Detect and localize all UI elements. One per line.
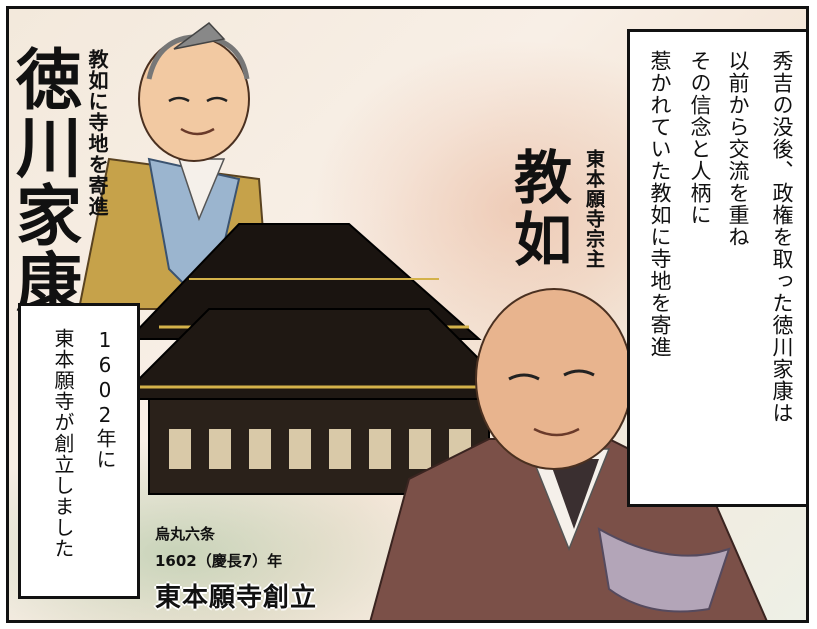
illustration xyxy=(77,21,768,620)
ieyasu-caption: 教如に寺地を寄進 xyxy=(85,49,109,217)
kyonyo-name: 教如 xyxy=(504,147,572,271)
narration-line: 秀吉の没後、政権を取った徳川家康は xyxy=(770,50,794,424)
temple-caption: 烏丸六条 1602（慶長7）年 東本願寺創立 xyxy=(155,523,317,614)
temple-headline: 東本願寺創立 xyxy=(155,583,318,613)
narration-line: その信念と人柄に xyxy=(688,50,712,226)
kyonyo-figure xyxy=(369,288,768,620)
ieyasu-name: 徳川家康 xyxy=(6,45,83,317)
temple-location: 烏丸六条 xyxy=(155,525,216,543)
narration-line: 惹かれていた教如に寺地を寄進 xyxy=(648,50,672,358)
narration-box: 秀吉の没後、政権を取った徳川家康は 以前から交流を重ね その信念と人柄に 惹かれ… xyxy=(627,29,806,507)
founding-line: 東本願寺が創立しました xyxy=(51,328,75,559)
narration-line: 以前から交流を重ね xyxy=(726,50,750,248)
temple-year: 1602（慶長7）年 xyxy=(155,552,283,570)
founding-box: 1602年に 東本願寺が創立しました xyxy=(18,303,140,599)
manga-panel: 徳川家康 教如に寺地を寄進 教如 東本願寺宗主 秀吉の没後、政権を取った徳川家康… xyxy=(6,6,809,623)
temple-illustration xyxy=(116,223,522,495)
founding-line: 1602年に xyxy=(93,328,117,470)
kyonyo-title: 東本願寺宗主 xyxy=(583,149,605,269)
